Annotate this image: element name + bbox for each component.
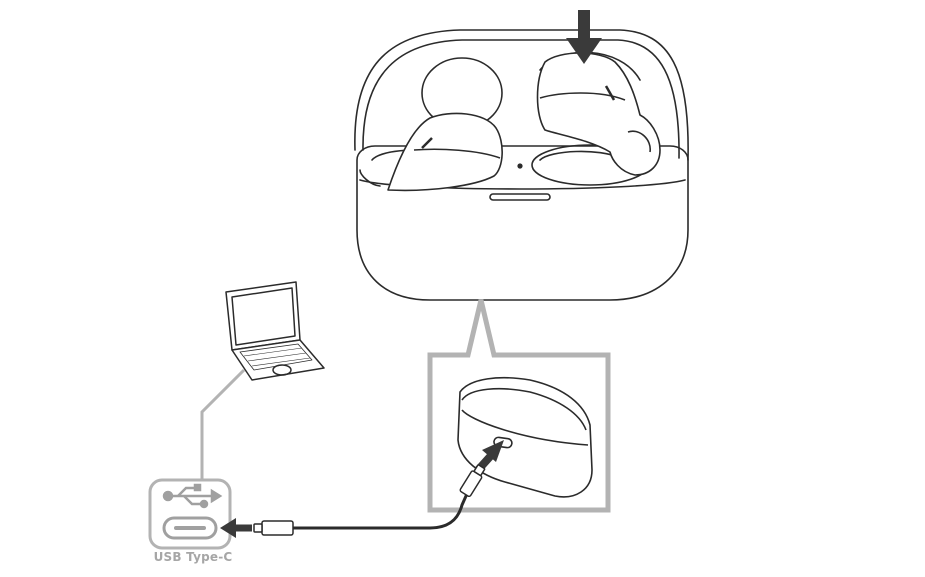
left-earbud	[387, 112, 503, 192]
laptop	[225, 281, 325, 381]
right-earbud	[536, 52, 661, 176]
down-arrow-icon	[566, 10, 602, 64]
left-arrow-icon	[220, 518, 252, 538]
usb-type-c-label: USB Type-C	[153, 550, 233, 564]
port-callout	[427, 299, 611, 513]
usb-c-port-icon	[162, 516, 218, 540]
charging-case-open	[354, 29, 689, 301]
up-right-arrow-icon	[475, 440, 504, 473]
charging-case-closed	[457, 376, 593, 498]
laptop-usb-link	[200, 368, 246, 480]
usb-trident-icon	[162, 483, 223, 509]
usb-cable	[253, 464, 486, 536]
